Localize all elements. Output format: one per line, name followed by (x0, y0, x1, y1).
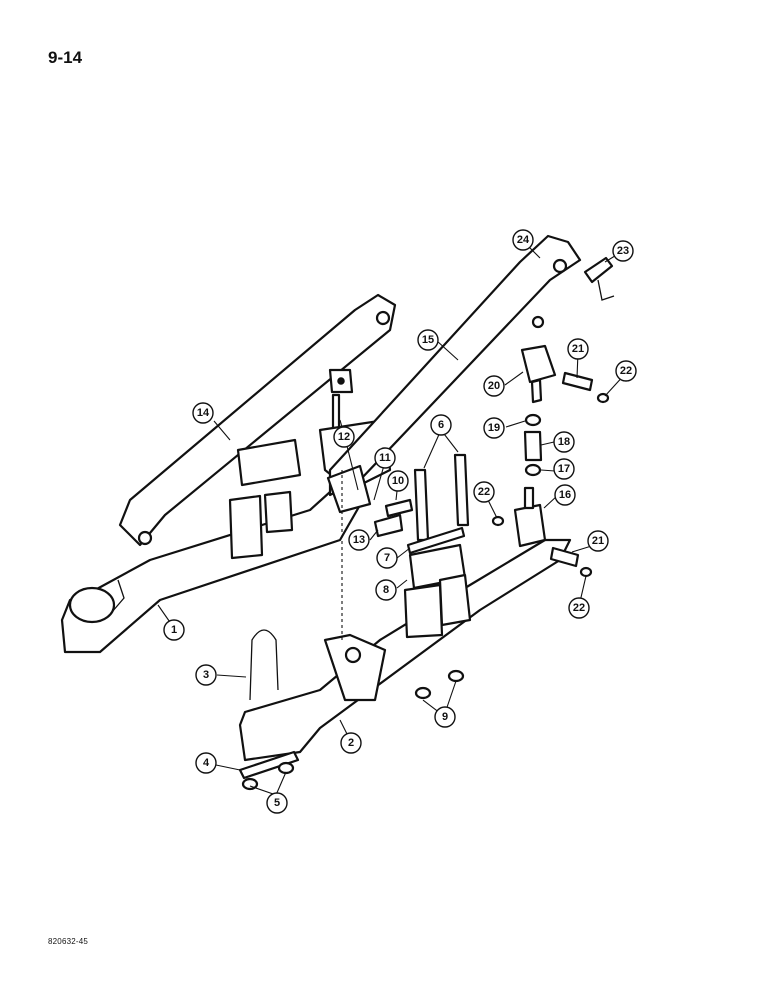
svg-text:14: 14 (197, 407, 210, 419)
callout-11: 11 (374, 447, 396, 469)
front-frame-assembly (238, 234, 582, 762)
svg-text:23: 23 (617, 245, 629, 257)
callout-7: 7 (376, 547, 398, 569)
svg-text:22: 22 (478, 486, 490, 498)
pin-21a (561, 371, 594, 392)
nut-5b (277, 761, 295, 775)
frame-beam-2 (238, 538, 572, 762)
pin-21b (549, 546, 580, 568)
callout-9: 9 (434, 706, 456, 728)
svg-text:20: 20 (488, 380, 500, 392)
callout-14: 14 (192, 402, 214, 424)
callout-5: 5 (266, 792, 288, 814)
svg-text:19: 19 (488, 422, 500, 434)
callout-3: 3 (195, 664, 217, 686)
clamp-upper (236, 438, 302, 487)
svg-text:9: 9 (442, 711, 448, 723)
frame-beam-1 (60, 490, 362, 654)
callout-10: 10 (387, 470, 409, 492)
rear-frame-assembly (60, 293, 397, 654)
callout-18: 18 (553, 431, 575, 453)
plate-7 (406, 526, 466, 555)
callout-17: 17 (553, 458, 575, 480)
callout-2: 2 (340, 732, 362, 754)
svg-text:1: 1 (171, 624, 177, 636)
svg-text:22: 22 (620, 365, 632, 377)
pin-10 (384, 498, 414, 518)
frame-beam-1-eye (68, 586, 116, 624)
pin-13 (373, 513, 404, 538)
callout-1: 1 (163, 619, 185, 641)
callout-4: 4 (195, 752, 217, 774)
callout-23: 23 (612, 240, 634, 262)
callout-21b: 21 (587, 530, 609, 552)
svg-text:6: 6 (438, 419, 444, 431)
callout-22b: 22 (473, 481, 495, 503)
figure-code: 820632-45 (48, 937, 89, 946)
nut-17 (524, 463, 542, 477)
callout-16: 16 (554, 484, 576, 506)
svg-text:5: 5 (274, 797, 280, 809)
svg-text:13: 13 (353, 534, 365, 546)
nut-5a (241, 777, 259, 791)
nut-9a (414, 686, 432, 700)
hitch-pin-23 (583, 256, 614, 284)
arm-15 (328, 234, 582, 497)
nut-9b (447, 669, 465, 683)
svg-text:7: 7 (384, 552, 390, 564)
callout-15: 15 (417, 329, 439, 351)
nut-19 (524, 413, 542, 427)
ring-22a (596, 392, 610, 404)
svg-text:21: 21 (572, 343, 584, 355)
page-number: 9-14 (48, 48, 83, 67)
svg-text:24: 24 (517, 234, 530, 246)
u-bolt-3 (249, 629, 279, 701)
callout-13: 13 (348, 529, 370, 551)
svg-text:18: 18 (558, 436, 570, 448)
callout-22a: 22 (615, 360, 637, 382)
clevis-16 (513, 503, 547, 548)
svg-text:16: 16 (559, 489, 571, 501)
callout-19: 19 (483, 417, 505, 439)
plate-4 (238, 750, 300, 780)
svg-text:12: 12 (338, 431, 350, 443)
svg-text:10: 10 (392, 475, 404, 487)
callout-8: 8 (375, 579, 397, 601)
svg-text:21: 21 (592, 535, 604, 547)
svg-text:17: 17 (558, 463, 570, 475)
svg-text:15: 15 (422, 334, 434, 346)
callout-20: 20 (483, 375, 505, 397)
svg-text:4: 4 (203, 757, 210, 769)
callout-12: 12 (333, 426, 355, 448)
svg-text:3: 3 (203, 669, 209, 681)
svg-text:22: 22 (573, 602, 585, 614)
coupler-18 (523, 430, 543, 462)
ring-22c (579, 566, 593, 578)
svg-text:11: 11 (379, 452, 391, 464)
callout-24: 24 (512, 229, 534, 251)
ring-22b (491, 515, 505, 527)
callout-22c: 22 (568, 597, 590, 619)
callout-labels: 1 2 3 4 5 6 7 8 9 10 11 12 13 14 15 16 1… (163, 229, 637, 814)
svg-text:8: 8 (383, 584, 389, 596)
callout-6: 6 (430, 414, 452, 436)
svg-text:2: 2 (348, 737, 354, 749)
clevis-20 (520, 344, 557, 384)
callout-21a: 21 (567, 338, 589, 360)
small-hardware (238, 256, 615, 791)
